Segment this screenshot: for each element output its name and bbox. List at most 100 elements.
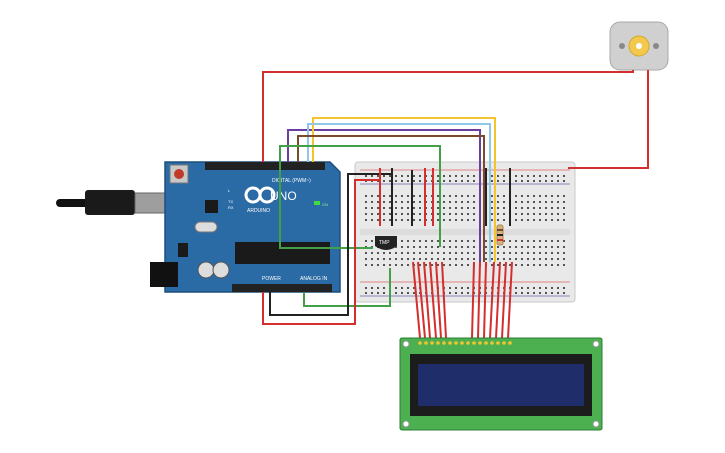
breadboard-hole: [407, 175, 409, 177]
breadboard-hole: [521, 240, 523, 242]
breadboard-hole: [551, 213, 553, 215]
breadboard-hole: [467, 246, 469, 248]
breadboard-hole: [419, 240, 421, 242]
breadboard-hole: [365, 258, 367, 260]
breadboard-hole: [551, 195, 553, 197]
breadboard-hole: [377, 201, 379, 203]
breadboard-hole: [395, 292, 397, 294]
breadboard-hole: [557, 287, 559, 289]
wire-blue: [307, 123, 491, 262]
breadboard-hole: [365, 292, 367, 294]
breadboard-hole: [407, 213, 409, 215]
breadboard-hole: [521, 201, 523, 203]
breadboard-hole: [371, 175, 373, 177]
breadboard-hole: [467, 287, 469, 289]
breadboard-hole: [485, 240, 487, 242]
lcd-pin[interactable]: [448, 341, 452, 345]
breadboard-hole: [461, 207, 463, 209]
sensor-label: TMP: [379, 240, 390, 246]
breadboard-hole: [419, 195, 421, 197]
breadboard-hole: [413, 292, 415, 294]
breadboard-hole: [407, 258, 409, 260]
breadboard-hole: [401, 213, 403, 215]
breadboard-hole: [533, 175, 535, 177]
breadboard-hole: [467, 264, 469, 266]
breadboard-hole: [407, 201, 409, 203]
breadboard-hole: [455, 287, 457, 289]
lcd-pin[interactable]: [466, 341, 470, 345]
lcd-pin[interactable]: [484, 341, 488, 345]
breadboard-hole: [551, 175, 553, 177]
lcd-pin[interactable]: [502, 341, 506, 345]
wire-red-5v: [262, 179, 380, 325]
breadboard-hole: [515, 292, 517, 294]
breadboard-hole: [491, 240, 493, 242]
lcd-pin[interactable]: [442, 341, 446, 345]
breadboard-hole: [467, 195, 469, 197]
breadboard-hole: [419, 246, 421, 248]
wire-red-motor-to-pin: [262, 70, 634, 162]
breadboard-hole: [365, 207, 367, 209]
breadboard-hole: [509, 240, 511, 242]
breadboard-hole: [455, 240, 457, 242]
lcd-pin[interactable]: [424, 341, 428, 345]
breadboard-hole: [407, 287, 409, 289]
power-analog-header[interactable]: [232, 284, 332, 292]
breadboard-hole: [527, 180, 529, 182]
breadboard-hole: [461, 219, 463, 221]
temperature-sensor[interactable]: TMP: [375, 236, 397, 250]
lcd-pin[interactable]: [454, 341, 458, 345]
lcd-pin[interactable]: [430, 341, 434, 345]
lcd-pin[interactable]: [478, 341, 482, 345]
breadboard-hole: [401, 240, 403, 242]
lcd-pin[interactable]: [508, 341, 512, 345]
breadboard-hole: [527, 240, 529, 242]
breadboard-hole: [533, 246, 535, 248]
breadboard-hole: [371, 213, 373, 215]
breadboard-hole: [365, 175, 367, 177]
breadboard-hole: [467, 219, 469, 221]
lcd-pin[interactable]: [490, 341, 494, 345]
breadboard-hole: [539, 219, 541, 221]
breadboard-hole: [527, 207, 529, 209]
breadboard-hole: [365, 195, 367, 197]
breadboard-hole: [383, 195, 385, 197]
breadboard-hole: [443, 195, 445, 197]
dc-motor[interactable]: [609, 21, 669, 71]
breadboard-hole: [503, 213, 505, 215]
lcd-pin[interactable]: [460, 341, 464, 345]
breadboard[interactable]: [354, 161, 576, 303]
breadboard-hole: [401, 175, 403, 177]
breadboard-hole: [515, 201, 517, 203]
breadboard-hole: [515, 240, 517, 242]
breadboard-hole: [539, 175, 541, 177]
breadboard-hole: [383, 180, 385, 182]
lcd-pin[interactable]: [496, 341, 500, 345]
breadboard-hole: [497, 252, 499, 254]
arduino-board[interactable]: UNO ARDUINO DIGITAL (PWM~) POWER ANALOG …: [150, 161, 341, 293]
breadboard-hole: [545, 219, 547, 221]
breadboard-hole: [527, 264, 529, 266]
breadboard-hole: [515, 213, 517, 215]
lcd-pin[interactable]: [418, 341, 422, 345]
breadboard-hole: [455, 258, 457, 260]
breadboard-hole: [419, 264, 421, 266]
breadboard-hole: [527, 246, 529, 248]
lcd-pin[interactable]: [436, 341, 440, 345]
breadboard-hole: [545, 207, 547, 209]
breadboard-hole: [563, 292, 565, 294]
lcd-pin[interactable]: [472, 341, 476, 345]
lcd-display[interactable]: [399, 337, 603, 431]
breadboard-hole: [551, 292, 553, 294]
digital-header[interactable]: [205, 162, 325, 170]
breadboard-hole: [539, 180, 541, 182]
breadboard-hole: [377, 207, 379, 209]
breadboard-hole: [545, 246, 547, 248]
breadboard-hole: [371, 207, 373, 209]
breadboard-hole: [449, 246, 451, 248]
breadboard-hole: [389, 252, 391, 254]
breadboard-hole: [449, 195, 451, 197]
breadboard-hole: [551, 207, 553, 209]
on-led: [314, 201, 320, 205]
breadboard-hole: [509, 264, 511, 266]
